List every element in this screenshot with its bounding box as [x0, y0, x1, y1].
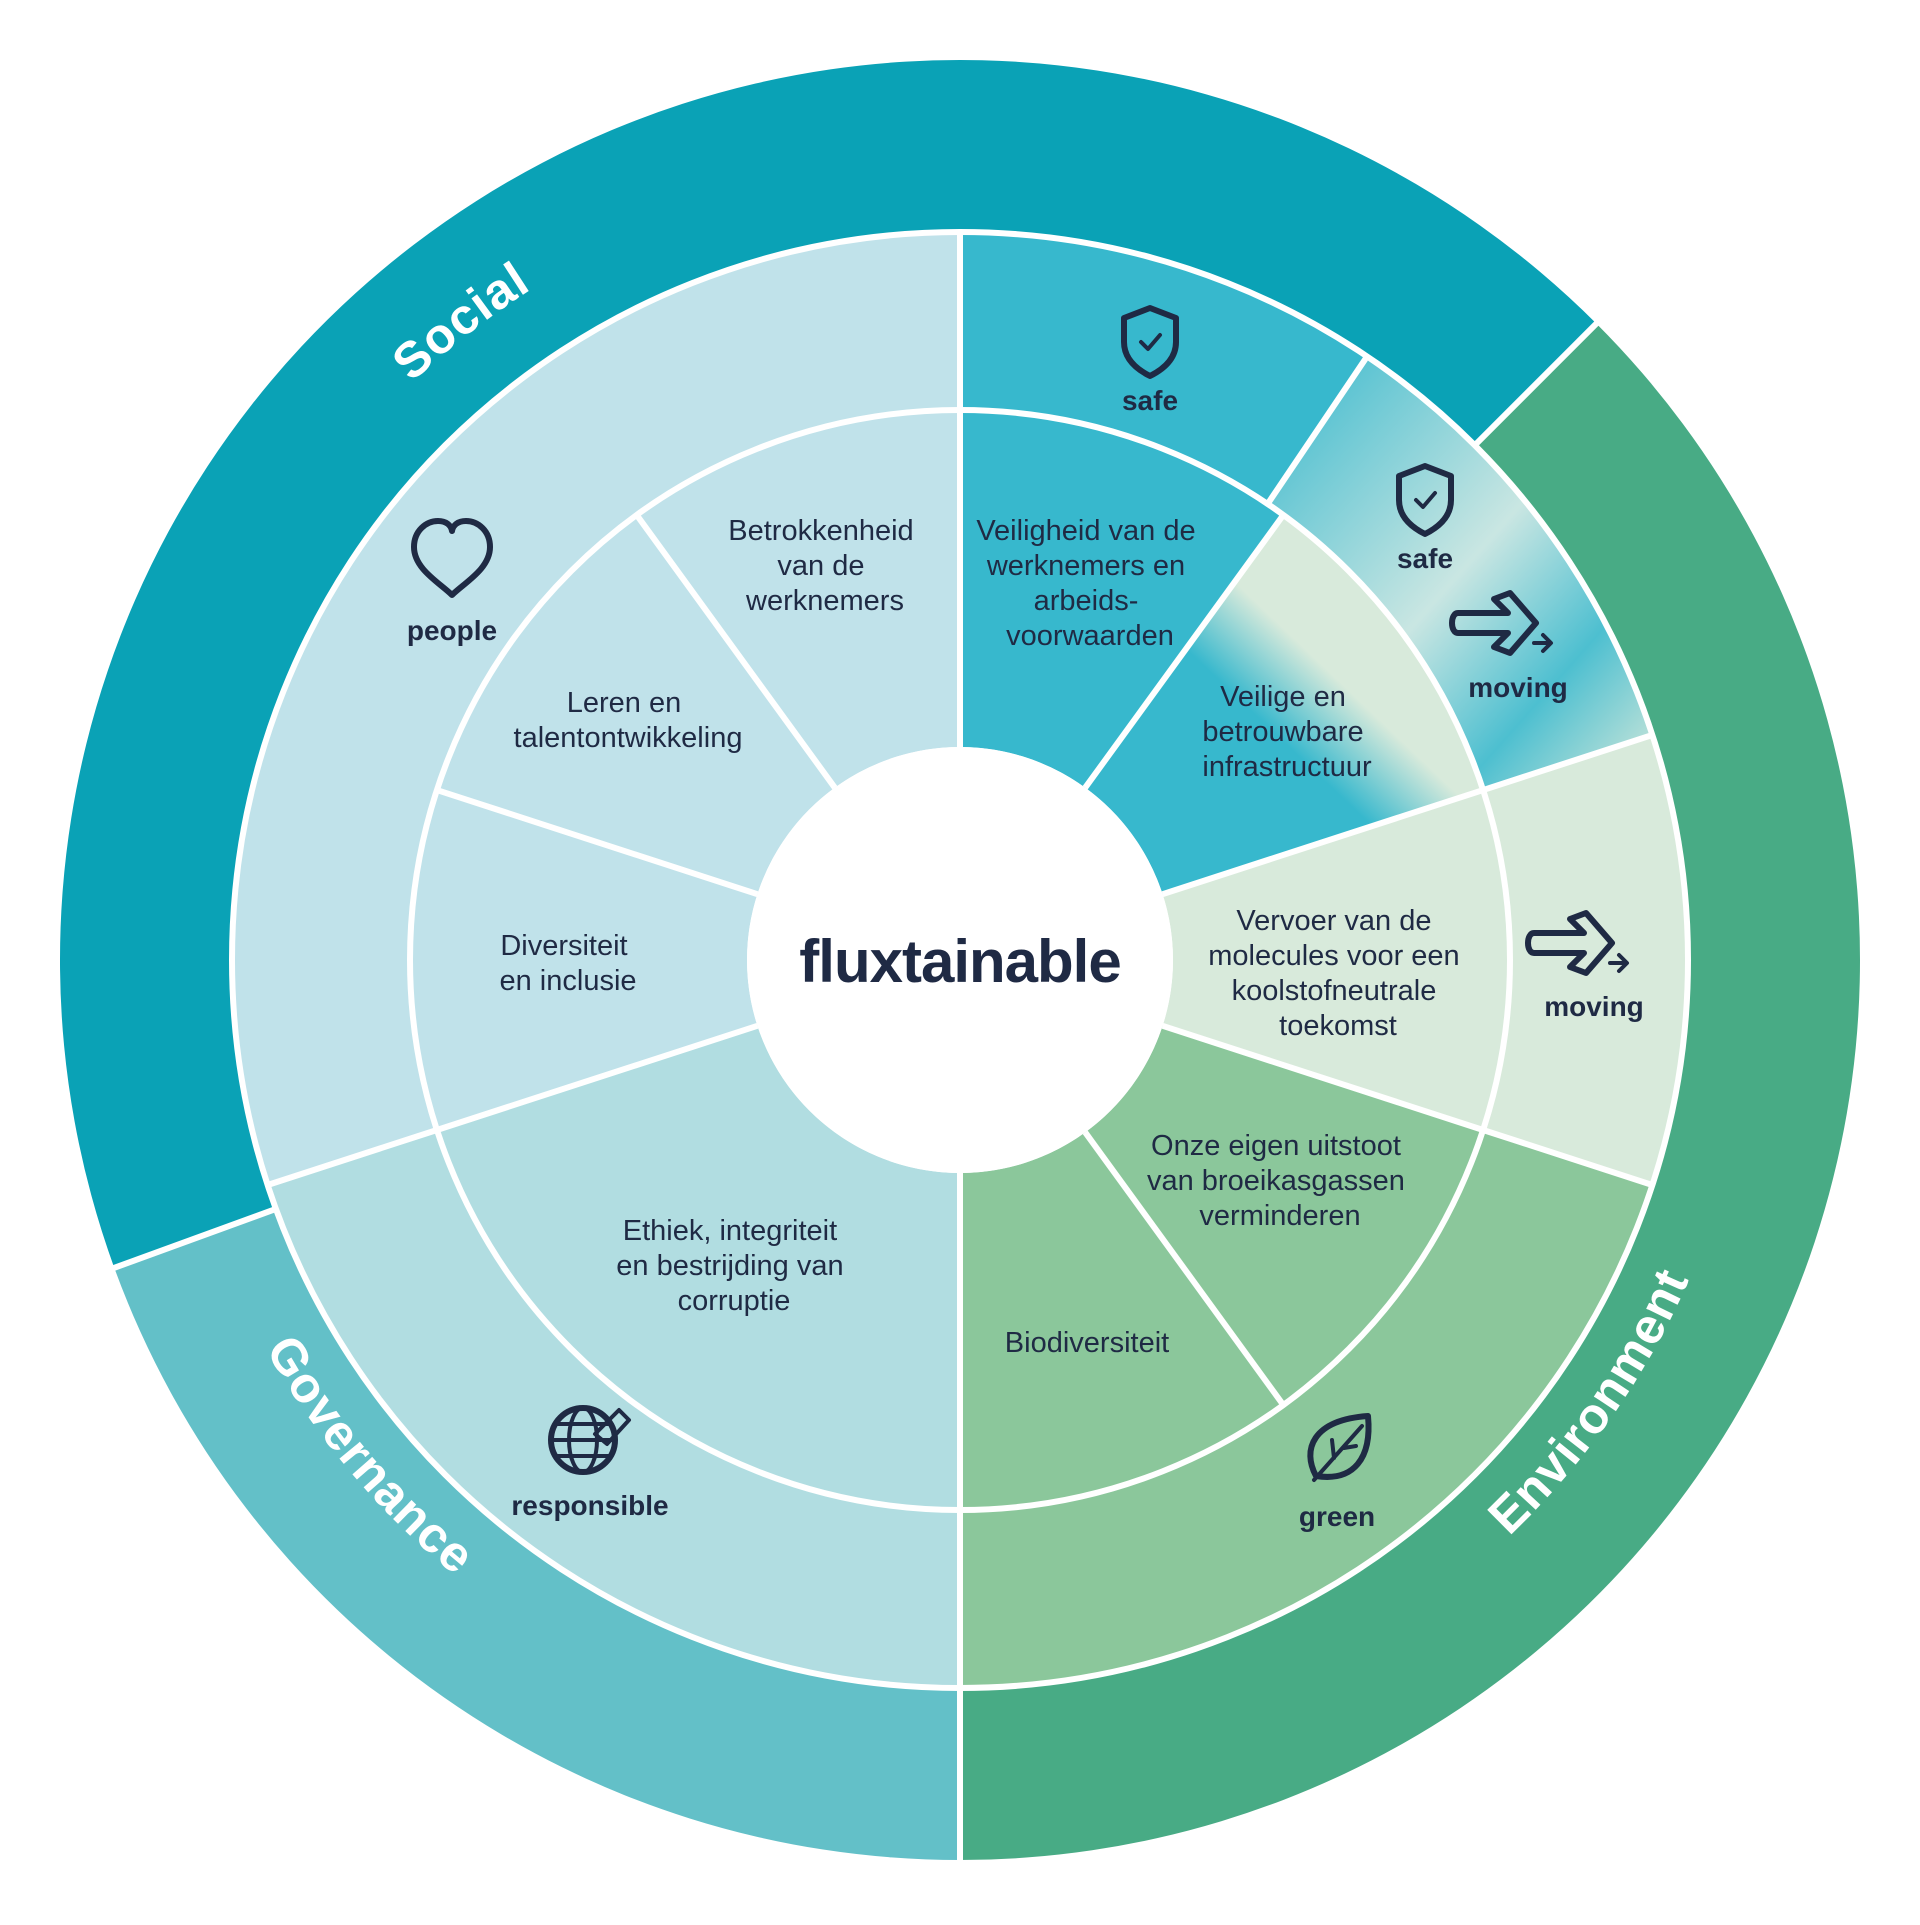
topic-line: Betrokkenheid [728, 515, 913, 547]
middle-sector-moving [1483, 735, 1689, 1185]
responsible-label: responsible [511, 1490, 668, 1521]
separator-line [1482, 732, 1654, 793]
topic-biodiversiteit: Biodiversiteit [1005, 1327, 1169, 1359]
globe-hand-icon [548, 1405, 631, 1475]
inner-sector-ethiek [436, 1025, 960, 1510]
shield-check-icon [1396, 463, 1454, 537]
inner-sector-biodiversiteit [960, 1132, 1284, 1510]
topic-line: voorwaarden [1006, 620, 1174, 652]
topic-line: Leren en [567, 687, 682, 719]
people-label: people [407, 615, 497, 646]
separator-line [1082, 1130, 1286, 1407]
brand-logo-text: fluxtainable [799, 928, 1120, 995]
middle-sector-people [231, 232, 960, 1185]
topic-line: Veilige en [1220, 681, 1346, 713]
topic-infrastructuur: Veilige en betrouwbare infrastructuur [1202, 681, 1372, 783]
topic-line: Onze eigen uitstoot [1151, 1130, 1401, 1162]
arrow-right-icon [1449, 590, 1553, 656]
separator-line [1082, 513, 1286, 790]
topic-line: Ethiek, integriteit [623, 1215, 837, 1247]
topic-diversiteit: Diversiteit en inclusie [499, 930, 636, 997]
separator-line [435, 1022, 759, 1133]
separator-line [1482, 1127, 1654, 1188]
topic-betrokkenheid: Betrokkenheid van de werknemers [728, 515, 921, 617]
topic-vervoer: Vervoer van de molecules voor een koolst… [1208, 905, 1468, 1042]
outer-sector-governance [114, 1208, 961, 1860]
topic-line: talentontwikkeling [514, 722, 743, 754]
topic-ethiek: Ethiek, integriteit en bestrijding van c… [616, 1215, 851, 1317]
leaf-icon [1307, 1413, 1372, 1482]
inner-sector-vervoer [1162, 790, 1510, 1130]
topic-veiligheid: Veiligheid van de werknemers en arbeids-… [976, 515, 1203, 652]
outer-sector-environment [960, 323, 1860, 1860]
topic-line: Veiligheid van de [976, 515, 1195, 547]
middle-sector-safe-moving [1267, 356, 1653, 791]
topic-line: infrastructuur [1202, 751, 1372, 783]
separator-line [1161, 787, 1485, 898]
separator-line [435, 787, 759, 898]
topic-line: arbeids- [1034, 585, 1139, 617]
topic-line: en bestrijding van [616, 1250, 843, 1282]
topic-line: toekomst [1279, 1010, 1397, 1042]
topic-line: Biodiversiteit [1005, 1327, 1169, 1359]
safe-moving-safe-label: safe [1397, 543, 1453, 574]
topic-line: werknemers [745, 585, 904, 617]
middle-sector-responsible [267, 1129, 960, 1688]
inner-sector-diversiteit [409, 790, 758, 1130]
safe-top-label: safe [1122, 385, 1178, 416]
green-label: green [1299, 1501, 1375, 1532]
outer-sector-social [59, 59, 1597, 1268]
topic-leren: Leren en talentontwikkeling [514, 687, 743, 754]
center-disc [747, 747, 1173, 1173]
topic-uitstoot: Onze eigen uitstoot van broeikasgassen v… [1147, 1130, 1413, 1232]
heart-icon [411, 518, 493, 598]
arrow-right-icon [1525, 910, 1629, 976]
safe-moving-moving-label: moving [1468, 672, 1568, 703]
topic-line: van broeikasgassen [1147, 1165, 1405, 1197]
separator-line [1161, 1022, 1485, 1133]
topic-line: Vervoer van de [1236, 905, 1431, 937]
topic-line: en inclusie [499, 965, 636, 997]
middle-sector-green [960, 1129, 1653, 1688]
separator-line [1265, 354, 1370, 506]
separator-line [1472, 318, 1602, 448]
separator-line [109, 1206, 277, 1273]
shield-check-icon [1121, 305, 1179, 379]
topic-line: werknemers en [986, 550, 1185, 582]
topic-line: koolstofneutrale [1232, 975, 1437, 1007]
topic-line: corruptie [678, 1285, 791, 1317]
inner-sector-veiligheid [960, 410, 1284, 788]
topic-line: betrouwbare [1202, 716, 1363, 748]
topic-line: verminderen [1199, 1200, 1360, 1232]
topic-line: van de [777, 550, 864, 582]
inner-sector-betrokkenheid [636, 410, 960, 788]
topic-line: molecules voor een [1208, 940, 1459, 972]
moving-label: moving [1544, 991, 1644, 1022]
separator-line [634, 513, 838, 790]
separator-line [266, 1127, 438, 1188]
topic-line: Diversiteit [500, 930, 627, 962]
